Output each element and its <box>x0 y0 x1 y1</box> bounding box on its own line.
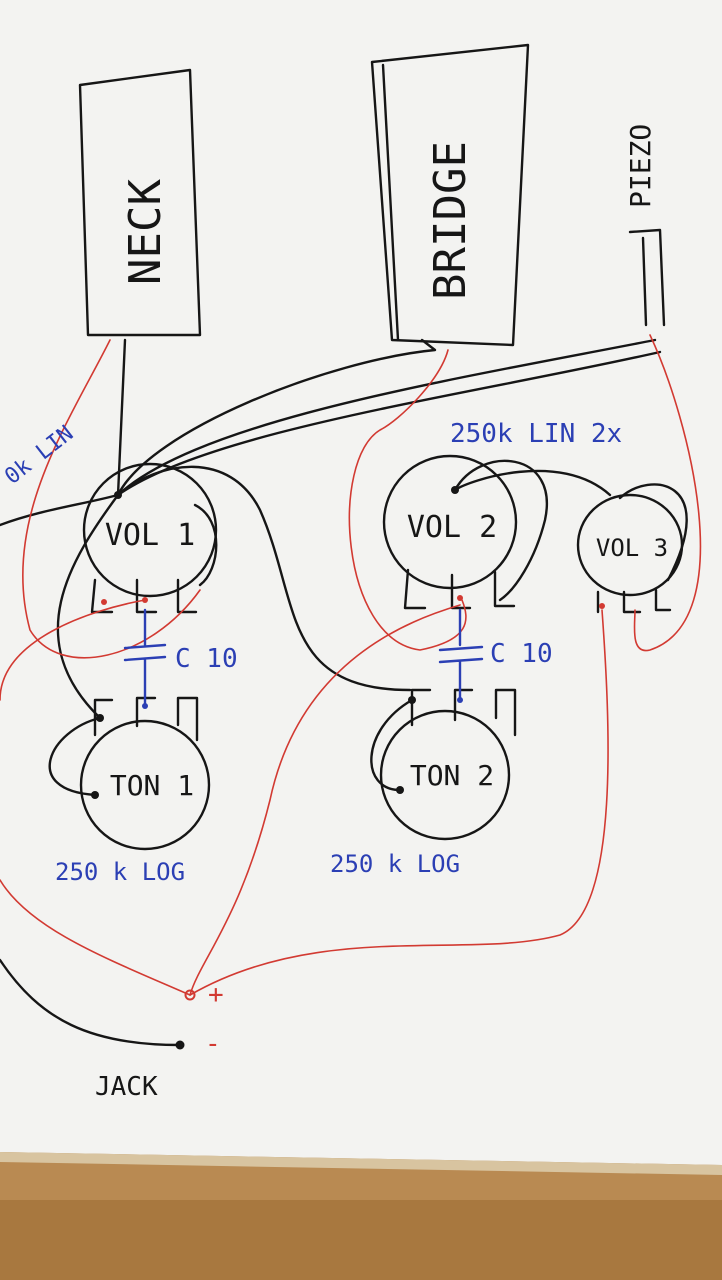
ton1-pot <box>79 719 211 851</box>
jack-plus-label: + <box>208 980 224 1010</box>
jack-minus-point <box>175 1040 185 1050</box>
vol3-out-wire <box>189 609 609 996</box>
piezo-ground-wire <box>633 334 702 652</box>
piezo-bracket <box>628 228 666 327</box>
vol1-lugs <box>90 578 198 614</box>
log-left-label: 250 k LOG <box>55 858 185 886</box>
vol3-label: VOL 3 <box>596 534 668 562</box>
vol2-label: VOL 2 <box>407 510 497 545</box>
jack-ground-wire <box>0 958 182 1047</box>
vol1-to-ton2-wire <box>116 465 412 692</box>
red-wires <box>0 334 702 996</box>
vol1-out-wire <box>0 599 146 701</box>
paper-sheet <box>0 0 722 1165</box>
jack-label: JACK <box>95 1072 158 1102</box>
jack-minus-label: - <box>205 1029 221 1059</box>
ton2-lugs <box>410 688 517 737</box>
piezo-hot-wire-a <box>116 338 657 497</box>
offpage-wire <box>0 493 120 527</box>
offpage-red-wire <box>0 879 191 996</box>
vol1-loop-wire <box>193 503 218 587</box>
neck-hot-wire <box>116 338 127 497</box>
vol1-to-ton1-wire <box>56 493 120 720</box>
table-grain <box>0 1200 722 1280</box>
ton2-loop-wire <box>370 698 414 792</box>
ink-drawing <box>0 43 688 1047</box>
piezo-label: PIEZO <box>624 124 657 208</box>
cap-c2 <box>438 608 484 702</box>
jack-plus-point <box>184 989 196 1001</box>
vol1-label: VOL 1 <box>105 518 195 553</box>
bridge-pickup-box <box>370 43 530 347</box>
ton2-pot <box>379 709 511 841</box>
ton2-label: TON 2 <box>410 759 494 792</box>
bridge-hot-wire <box>116 338 437 497</box>
paper-shadow <box>0 1152 722 1175</box>
cap-c1 <box>123 608 167 708</box>
bridge-ground-wire <box>348 349 467 651</box>
bridge-label: BRIDGE <box>425 141 476 300</box>
capacitors <box>123 608 484 708</box>
lin-right-label: 250k LIN 2x <box>450 419 622 449</box>
neck-label: NECK <box>120 179 171 285</box>
vol2-pot <box>382 454 518 590</box>
neck-ground-wire <box>21 339 201 659</box>
vol2-to-vol3-wire <box>453 469 612 497</box>
vol3-loop-wire <box>618 483 688 582</box>
piezo-inner-line <box>641 236 648 327</box>
cap-c1-label: C 10 <box>175 644 238 674</box>
vol1-pot <box>82 462 218 598</box>
vol2-loop-wire <box>453 459 548 602</box>
vol2-out-wire <box>189 604 461 996</box>
log-right-label: 250 k LOG <box>330 850 460 878</box>
ton1-lugs <box>93 696 199 742</box>
bridge-pickup-inner-line <box>381 63 400 342</box>
ton1-loop-wire <box>48 716 102 797</box>
cap-c2-label: C 10 <box>490 639 553 669</box>
solder-points <box>91 486 605 1050</box>
neck-pickup-box <box>78 68 202 337</box>
ton1-label: TON 1 <box>110 769 194 802</box>
